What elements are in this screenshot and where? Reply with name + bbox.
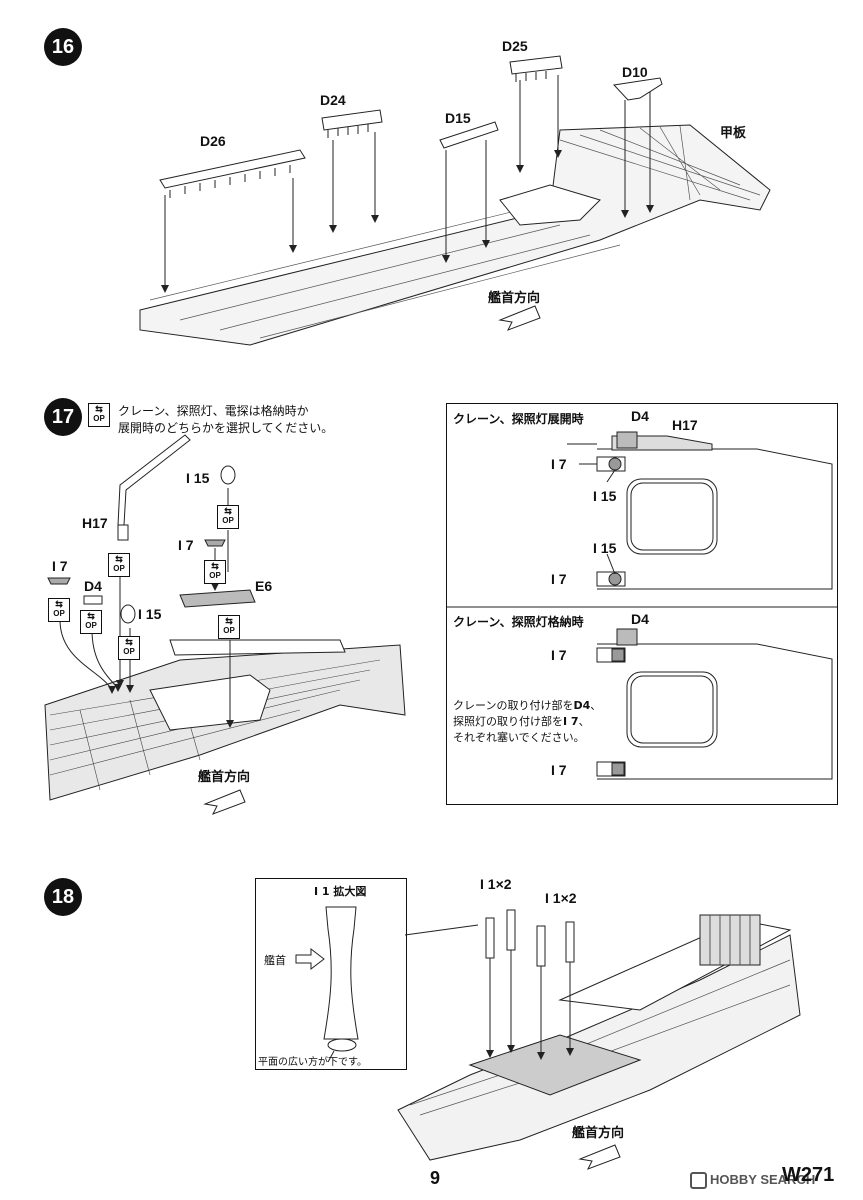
part-i15-top: I 15 [186,470,210,486]
bow-direction-arrow-17 [203,789,246,815]
part-i1-a: I 1×2 [480,876,512,892]
instruction-line-2: 展開時のどちらかを選択してください。 [118,421,334,435]
flat-side-note: 平面の広い方が下です。 [258,1057,367,1068]
part-d25: D25 [502,38,528,54]
op-icon-h17: ⇆OP [108,553,130,577]
part-d15: D15 [445,110,471,126]
part-i7-mid: I 7 [178,537,194,553]
page-number: 9 [430,1168,441,1188]
stowed-note-2: 探照灯の取り付け部をI 7、 [453,715,590,728]
direction-label-17: 艦首方向 [198,770,251,785]
bow-direction-arrow-18 [578,1144,621,1170]
part-d4: D4 [84,578,102,594]
bow-label: 艦首 [264,954,286,967]
bow-direction-arrow-16 [498,305,541,331]
zoom-callout: I 1 拡大図 艦首 平面の広い方が下です。 [255,878,407,1070]
direction-label-18: 艦首方向 [572,1126,625,1141]
deployed-i7a: I 7 [551,456,567,472]
watermark: HOBBY SEARCH [690,1172,815,1190]
deployed-i15b: I 15 [593,540,617,556]
part-d26: D26 [200,133,226,149]
stowed-i7a: I 7 [551,647,567,663]
op-icon-header: ⇆ OP [88,403,110,427]
deployed-d4: D4 [631,408,649,424]
deck-plate [139,124,771,346]
zoom-title: I 1 拡大図 [314,885,367,898]
stowed-i7b: I 7 [551,762,567,778]
option-arrows-icon: ⇆ [211,561,219,571]
op-icon-i7: ⇆OP [48,598,70,622]
op-icon-i15: ⇆OP [118,636,140,660]
deployed-title: クレーン、探照灯展開時 [453,412,584,426]
stowed-note-3: それぞれ塞いでください。 [453,731,585,744]
deployed-h17: H17 [672,417,698,433]
option-arrows-icon: ⇆ [224,506,232,516]
part-d10: D10 [622,64,648,80]
stowed-title: クレーン、探照灯格納時 [453,615,584,629]
op-icon-deck: ⇆OP [218,615,240,639]
op-icon-i15-top: ⇆OP [217,505,239,529]
part-h17: H17 [82,515,108,531]
step-16-badge: 16 [44,28,82,66]
part-d24: D24 [320,92,346,108]
part-i1-b: I 1×2 [545,890,577,906]
step-17-badge: 17 [44,398,82,436]
option-arrows-icon: ⇆ [87,611,95,621]
option-arrows-icon: ⇆ [55,599,63,609]
part-i15: I 15 [138,606,162,622]
deployed-i7b: I 7 [551,571,567,587]
option-arrows-icon: ⇆ [125,637,133,647]
options-panel-drawing [447,431,837,780]
deployed-i15a: I 15 [593,488,617,504]
option-arrows-icon: ⇆ [95,404,103,414]
stowed-note-1: クレーンの取り付け部をD4、 [453,699,602,712]
direction-label-16: 艦首方向 [488,291,541,306]
option-arrows-icon: ⇆ [115,554,123,564]
instruction-line-1: クレーン、探照灯、電探は格納時か [118,404,309,418]
op-icon-e6: ⇆OP [204,560,226,584]
zoom-callout-drawing [295,906,359,1063]
options-panel: クレーン、探照灯展開時 D4 H17 I 7 I 15 I 15 I 7 クレー… [446,403,838,805]
stowed-d4: D4 [631,611,649,627]
hobby-search-logo-icon [690,1172,707,1190]
deck-label: 甲板 [720,126,747,141]
option-arrows-icon: ⇆ [225,616,233,626]
op-icon-d4: ⇆OP [80,610,102,634]
part-i7: I 7 [52,558,68,574]
step-18-badge: 18 [44,878,82,916]
part-e6: E6 [255,578,273,594]
product-code: W271 [782,1164,835,1186]
